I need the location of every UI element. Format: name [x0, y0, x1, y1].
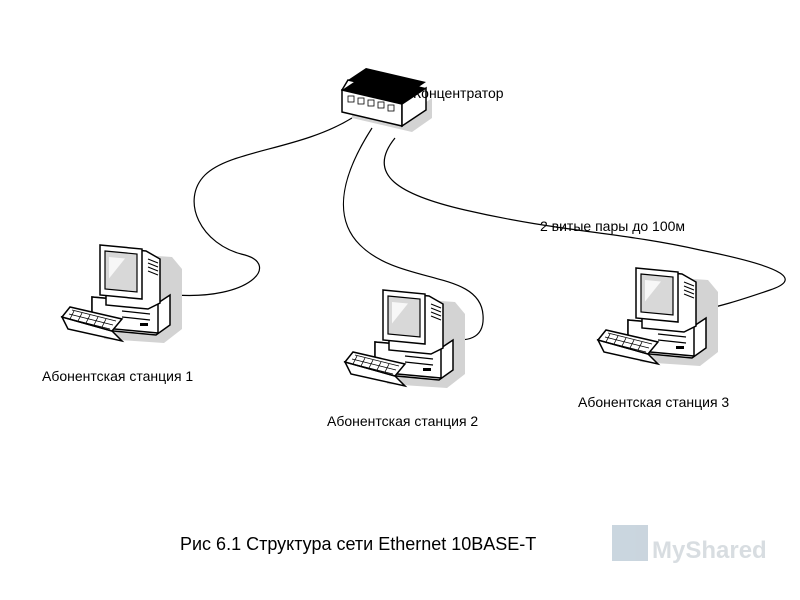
computer-icon [61, 244, 183, 344]
hub-label: Концентратор [413, 85, 504, 101]
cables [174, 117, 786, 341]
figure-caption: Рис 6.1 Структура сети Ethernet 10BASE-T [180, 534, 537, 554]
hub-icon [340, 68, 432, 132]
station-2-label: Абонентская станция 2 [327, 413, 479, 429]
cable-station-1 [174, 117, 353, 297]
cable-label: 2 витые пары до 100м [540, 218, 686, 234]
station-3-label: Абонентская станция 3 [578, 394, 730, 410]
cable-station-3 [383, 137, 786, 311]
computer-icon [597, 267, 719, 367]
station-1-label: Абонентская станция 1 [42, 368, 194, 384]
watermark: MyShared [612, 525, 772, 577]
watermark-text: MyShared [652, 537, 767, 564]
computer-icon [344, 289, 466, 389]
watermark-logo-icon [612, 525, 648, 561]
cable-station-2 [342, 127, 484, 341]
